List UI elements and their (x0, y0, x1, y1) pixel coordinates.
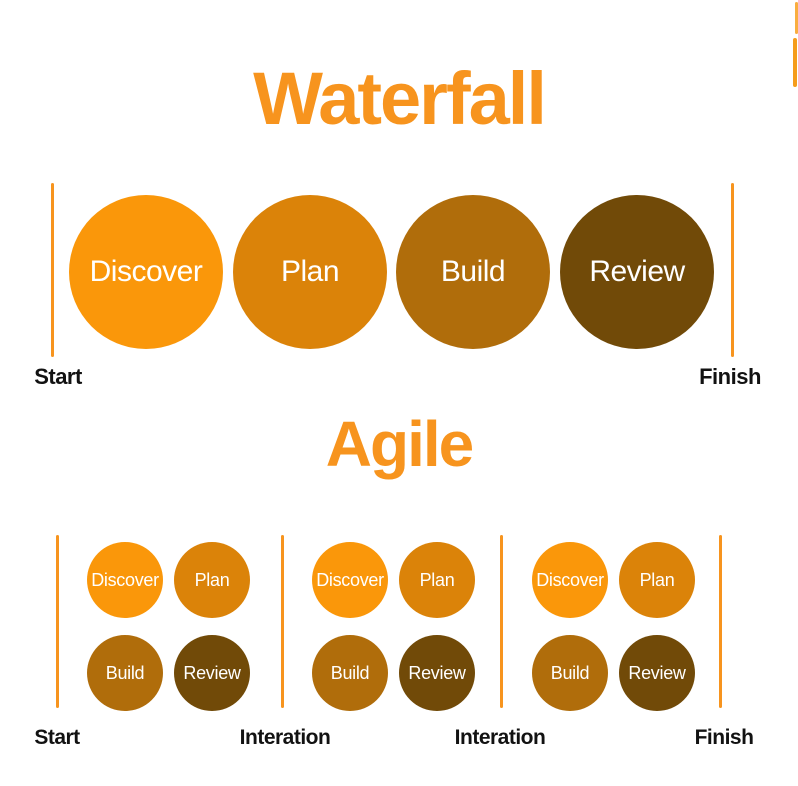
waterfall-finish-line (731, 183, 734, 357)
waterfall-start-label: Start (34, 364, 82, 389)
agile-stage-discover: Discover (87, 542, 163, 618)
stage-label: Plan (419, 569, 455, 590)
waterfall-title: Waterfall (253, 57, 547, 140)
stage-label: Review (589, 255, 685, 288)
agile-stage-plan: Plan (619, 542, 695, 618)
agile-stage-review: Review (399, 635, 475, 711)
agile-start-line (56, 535, 59, 708)
agile-iteration-label: Interation (454, 726, 546, 749)
stage-label: Plan (280, 255, 340, 288)
agile-stage-review: Review (174, 635, 250, 711)
stage-label: Discover (91, 569, 159, 590)
agile-iteration-group: Discover Plan Build Review (532, 542, 695, 711)
waterfall-start-line (51, 183, 54, 357)
stage-label: Build (550, 662, 590, 683)
agile-stage-plan: Plan (174, 542, 250, 618)
agile-stage-discover: Discover (532, 542, 608, 618)
stage-label: Build (440, 255, 506, 288)
decorative-corner-bar (793, 38, 797, 87)
waterfall-stage-build: Build (396, 195, 550, 349)
stage-label: Build (105, 662, 145, 683)
agile-stage-build: Build (312, 635, 388, 711)
agile-stage-build: Build (532, 635, 608, 711)
stage-label: Discover (316, 569, 384, 590)
agile-start-label: Start (34, 726, 80, 749)
waterfall-stage-plan: Plan (233, 195, 387, 349)
stage-label: Discover (536, 569, 604, 590)
decorative-corner-bar (795, 2, 798, 34)
stage-label: Discover (89, 255, 203, 288)
agile-stage-discover: Discover (312, 542, 388, 618)
agile-finish-label: Finish (694, 726, 754, 749)
waterfall-finish-label: Finish (699, 364, 761, 389)
agile-iteration-label: Interation (239, 726, 331, 749)
agile-stage-review: Review (619, 635, 695, 711)
agile-stage-build: Build (87, 635, 163, 711)
stage-label: Plan (194, 569, 230, 590)
waterfall-stage-discover: Discover (69, 195, 223, 349)
stage-label: Review (408, 662, 466, 683)
stage-label: Review (183, 662, 241, 683)
agile-iteration-group: Discover Plan Build Review (312, 542, 475, 711)
agile-title: Agile (325, 408, 474, 480)
agile-finish-line (719, 535, 722, 708)
stage-label: Build (330, 662, 370, 683)
agile-iteration-group: Discover Plan Build Review (87, 542, 250, 711)
stage-label: Review (628, 662, 686, 683)
waterfall-stage-review: Review (560, 195, 714, 349)
agile-stage-plan: Plan (399, 542, 475, 618)
agile-iteration-line (281, 535, 284, 708)
stage-label: Plan (639, 569, 675, 590)
agile-iteration-line (500, 535, 503, 708)
